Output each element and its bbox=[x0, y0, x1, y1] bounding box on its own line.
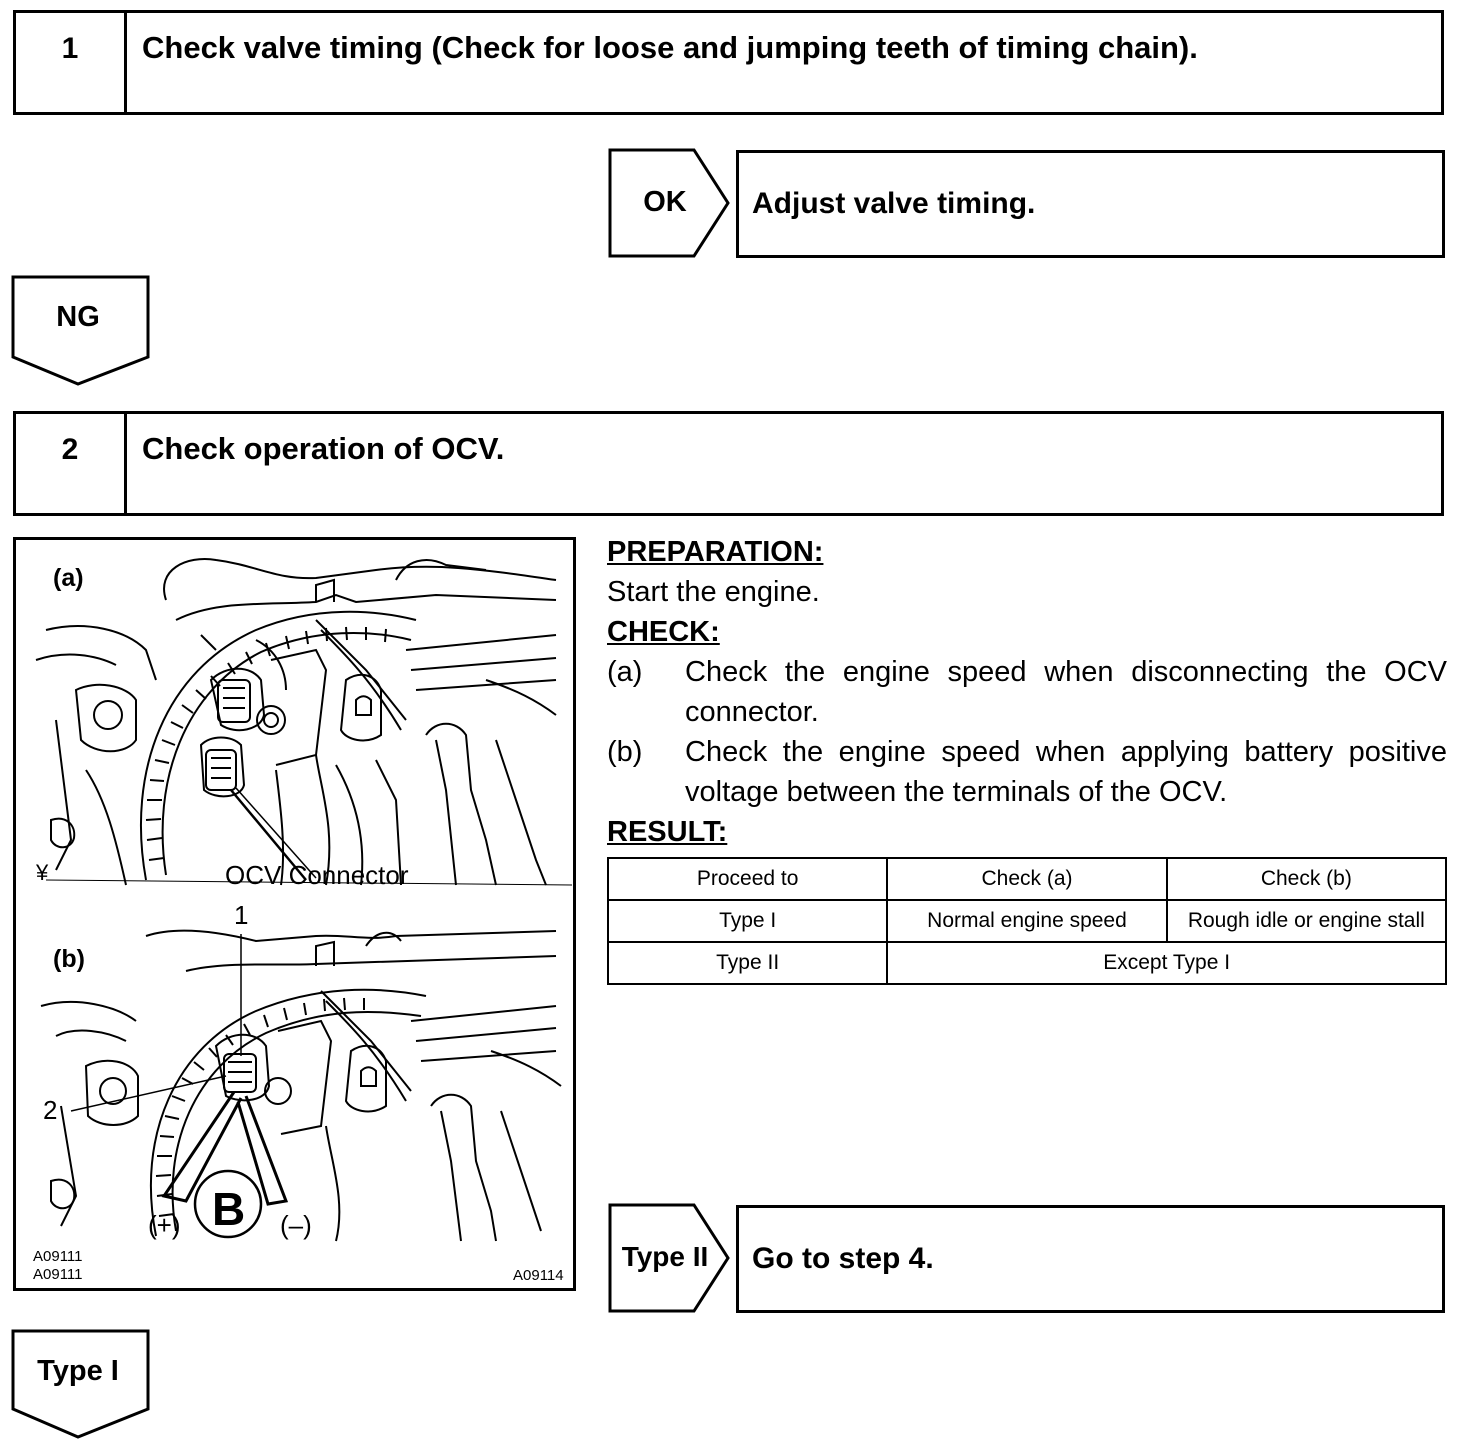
battery-circle bbox=[193, 1169, 263, 1239]
type2-arrow-shape bbox=[608, 1203, 730, 1313]
terminal-1-label: 1 bbox=[234, 900, 249, 930]
table-row: Type II Except Type I bbox=[606, 941, 1447, 985]
ng-arrow-shape bbox=[11, 275, 150, 386]
ok-label: OK bbox=[643, 186, 687, 218]
step-2-box: 2 Check operation of OCV. bbox=[13, 411, 1444, 516]
check-item-a: (a) Check the engine speed when disconne… bbox=[607, 652, 1447, 732]
table-header-row: Proceed to Check (a) Check (b) bbox=[606, 857, 1448, 901]
positive-terminal-label: (+) bbox=[148, 1210, 181, 1240]
check-item-b: (b) Check the engine speed when applying… bbox=[607, 732, 1447, 812]
check-a-label: (a) bbox=[607, 656, 643, 688]
terminal-2-label: 2 bbox=[43, 1095, 58, 1125]
timing-belt-inner-b bbox=[171, 1010, 422, 1232]
type1-arrow-shape bbox=[11, 1329, 150, 1439]
direction-mark-icon: ¥ bbox=[36, 860, 49, 885]
ok-action-text: Adjust valve timing. bbox=[752, 187, 1036, 220]
table-row: Type I Normal engine speed Rough idle or… bbox=[606, 899, 1448, 943]
type2-label: Type II bbox=[621, 1241, 709, 1272]
ocv-illustration: (a) ¥ OCV Connector (b) 1 2 B (+) (–) A0… bbox=[13, 537, 576, 1291]
ng-label: NG bbox=[56, 301, 100, 333]
table-header-cell: Check (a) bbox=[886, 857, 1168, 901]
ok-arrow-shape bbox=[608, 148, 730, 258]
table-cell: Except Type I bbox=[886, 941, 1447, 985]
check-b-label: (b) bbox=[607, 736, 643, 768]
type1-label: Type I bbox=[37, 1355, 119, 1387]
preparation-heading: PREPARATION: bbox=[607, 536, 824, 568]
type2-action-text: Go to step 4. bbox=[752, 1242, 934, 1275]
figure-code-left-2: A09111 bbox=[33, 1266, 83, 1283]
ok-action-box: Adjust valve timing. bbox=[736, 150, 1445, 258]
result-heading: RESULT: bbox=[607, 816, 728, 848]
figure-label-b: (b) bbox=[53, 945, 85, 973]
timing-belt-outer-b bbox=[149, 988, 427, 1237]
table-cell: Type I bbox=[606, 899, 889, 943]
instructions-block: PREPARATION: Start the engine. CHECK: (a… bbox=[607, 532, 1447, 852]
engine-line-drawing bbox=[35, 558, 573, 1242]
result-table: Proceed to Check (a) Check (b) Type I No… bbox=[606, 857, 1448, 985]
timing-belt-outer-a bbox=[139, 610, 417, 881]
preparation-text: Start the engine. bbox=[607, 576, 820, 608]
negative-terminal-label: (–) bbox=[280, 1210, 312, 1240]
table-header-cell: Proceed to bbox=[606, 857, 889, 901]
ocv-connector-label: OCV Connector bbox=[225, 860, 409, 890]
figure-label-a: (a) bbox=[53, 564, 84, 592]
type2-action-box: Go to step 4. bbox=[736, 1205, 1445, 1313]
battery-symbol: B bbox=[212, 1183, 246, 1235]
table-header-cell: Check (b) bbox=[1165, 857, 1448, 901]
timing-belt-inner-a bbox=[161, 632, 412, 876]
step-2-number: 2 bbox=[16, 414, 127, 513]
table-cell: Normal engine speed bbox=[886, 899, 1168, 943]
step-1-box: 1 Check valve timing (Check for loose an… bbox=[13, 10, 1444, 115]
table-cell: Rough idle or engine stall bbox=[1165, 899, 1448, 943]
check-b-text: Check the engine speed when applying bat… bbox=[685, 736, 1447, 808]
figure-code-right: A09114 bbox=[513, 1267, 564, 1284]
figure-code-left-1: A09111 bbox=[33, 1248, 83, 1265]
check-a-text: Check the engine speed when disconnectin… bbox=[685, 656, 1447, 728]
step-1-title: Check valve timing (Check for loose and … bbox=[142, 30, 1198, 65]
check-heading: CHECK: bbox=[607, 616, 720, 648]
step-1-number: 1 bbox=[16, 13, 127, 112]
table-cell: Type II bbox=[606, 941, 889, 985]
step-2-title: Check operation of OCV. bbox=[142, 431, 505, 466]
